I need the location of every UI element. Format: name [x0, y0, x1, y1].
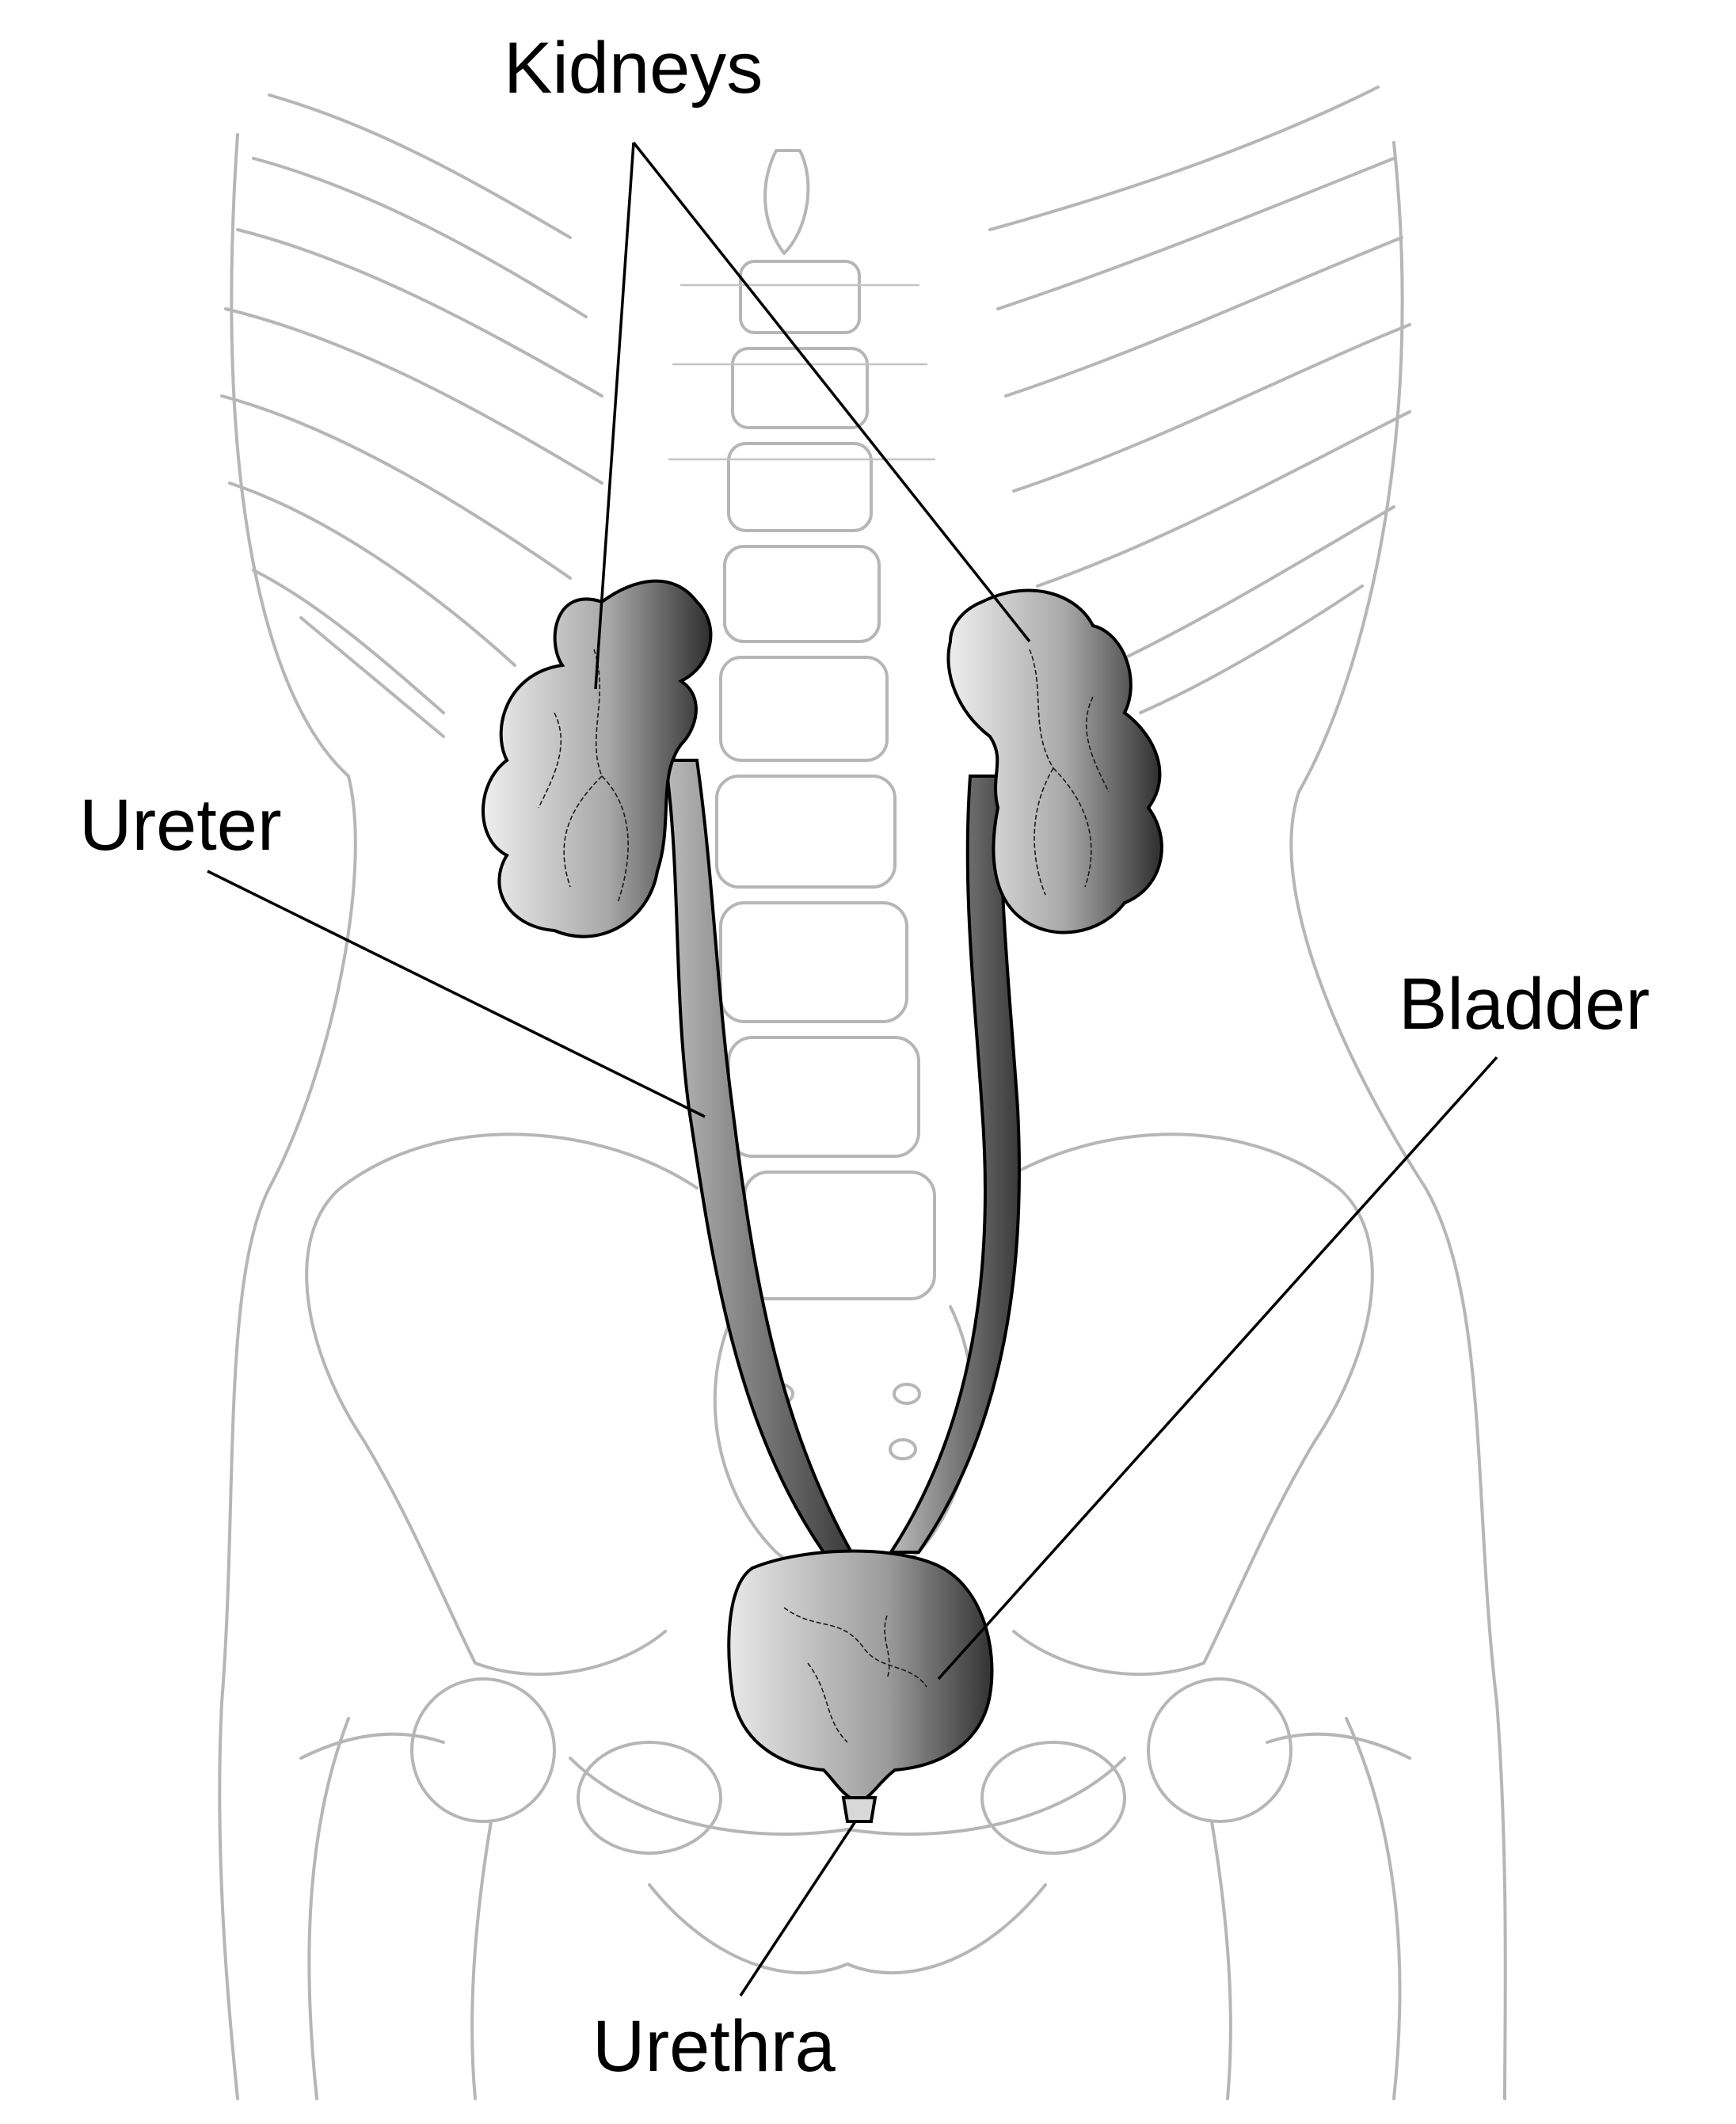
kidneys-label: Kidneys: [504, 28, 763, 108]
torso-outline-left: [218, 133, 357, 2100]
urinary-organs: [482, 579, 1163, 1823]
ribs-right: [988, 86, 1411, 714]
urethra-leader: [739, 1821, 857, 1996]
ureter-right: [888, 775, 1022, 1554]
bladder: [727, 1549, 994, 1804]
pubis: [569, 1757, 1126, 1836]
kidney-right: [946, 588, 1163, 934]
torso-outline-right: [1289, 141, 1507, 2100]
iliac-wing-left: [305, 1132, 699, 1677]
bladder-leader: [937, 1056, 1498, 1681]
bladder-label: Bladder: [1399, 964, 1650, 1045]
urethra: [841, 1796, 878, 1823]
urethra-label: Urethra: [592, 2006, 836, 2087]
leader-lines: [207, 141, 1498, 1996]
ribs-left: [220, 93, 603, 738]
ureter-label: Ureter: [79, 785, 282, 866]
kidneys-leader-right: [632, 141, 1031, 643]
skeleton: [218, 86, 1507, 2100]
iliac-wing-right: [988, 1132, 1374, 1677]
ureter-leader: [207, 870, 706, 1118]
kidneys-leader-left: [594, 142, 635, 690]
